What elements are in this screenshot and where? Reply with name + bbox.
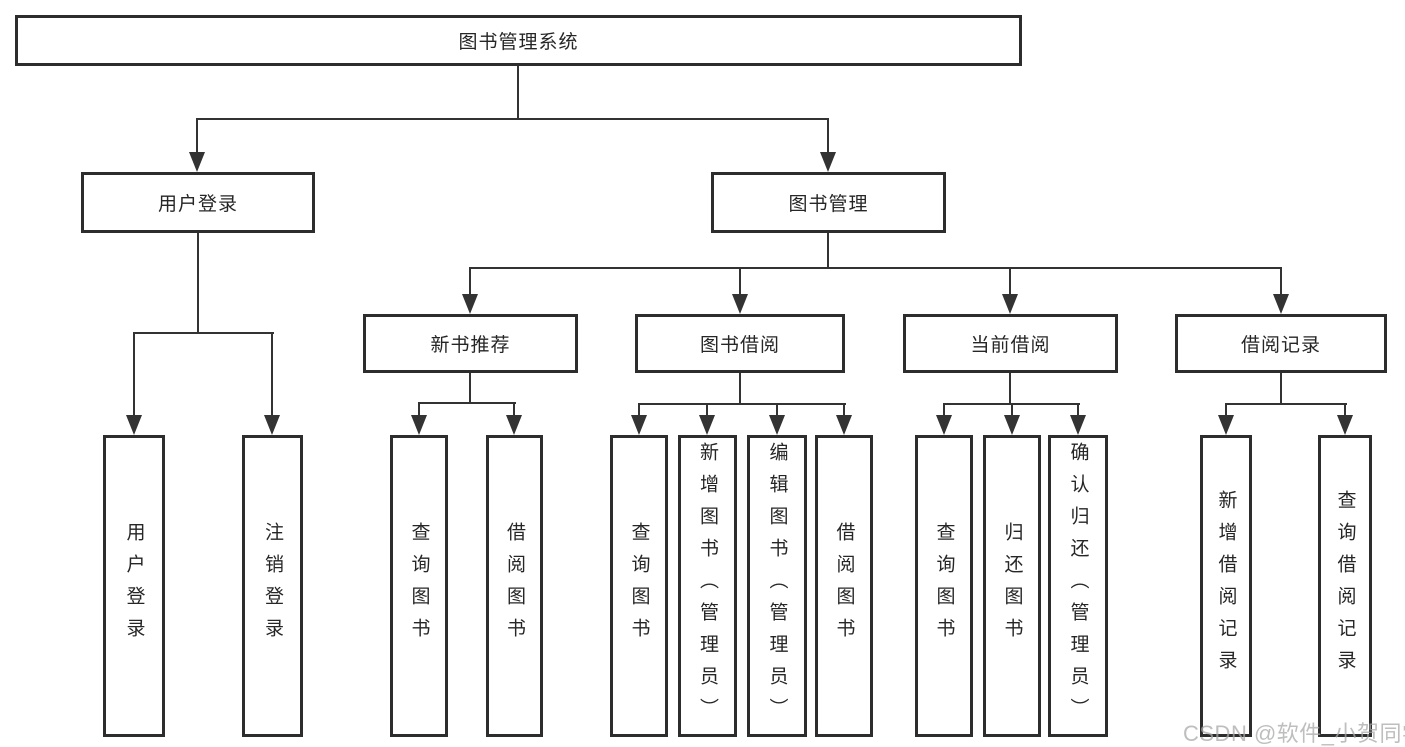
connector-line (827, 233, 829, 269)
connector-line (418, 402, 516, 404)
connector-line (843, 403, 845, 417)
leaf-confirm-return-admin: 确认归还（管理员） (1048, 435, 1108, 737)
node-new-book-recommendation: 新书推荐 (363, 314, 578, 373)
connector-line (1077, 403, 1079, 417)
connector-line (776, 403, 778, 417)
node-book-management-system: 图书管理系统 (15, 15, 1022, 66)
connector-line (517, 66, 519, 119)
connector-line (638, 403, 846, 405)
node-current-borrowing: 当前借阅 (903, 314, 1118, 373)
connector-line (418, 402, 420, 417)
leaf-borrow-books-borrow: 借阅图书 (815, 435, 873, 737)
leaf-borrow-books-recommend: 借阅图书 (486, 435, 543, 737)
leaf-add-book-admin: 新增图书（管理员） (678, 435, 737, 737)
arrowhead-down-icon (699, 415, 715, 435)
leaf-edit-book-admin: 编辑图书（管理员） (747, 435, 807, 737)
arrowhead-down-icon (732, 294, 748, 314)
arrowhead-down-icon (1337, 415, 1353, 435)
arrowhead-down-icon (631, 415, 647, 435)
connector-line (1280, 373, 1282, 404)
arrowhead-down-icon (506, 415, 522, 435)
connector-line (1009, 373, 1011, 404)
connector-line (1225, 403, 1227, 417)
connector-line (133, 332, 135, 417)
arrowhead-down-icon (126, 415, 142, 435)
connector-line (271, 332, 273, 417)
connector-line (827, 118, 829, 154)
arrowhead-down-icon (264, 415, 280, 435)
connector-line (469, 267, 471, 296)
connector-line (706, 403, 708, 417)
connector-line (638, 403, 640, 417)
arrowhead-down-icon (836, 415, 852, 435)
arrowhead-down-icon (1004, 415, 1020, 435)
connector-line (1280, 267, 1282, 296)
connector-line (196, 118, 198, 154)
connector-line (197, 118, 829, 120)
node-book-management: 图书管理 (711, 172, 946, 233)
connector-line (197, 233, 199, 333)
leaf-query-borrow-record: 查询借阅记录 (1318, 435, 1372, 737)
arrowhead-down-icon (1218, 415, 1234, 435)
arrowhead-down-icon (462, 294, 478, 314)
leaf-add-borrow-record: 新增借阅记录 (1200, 435, 1252, 737)
leaf-logout: 注销登录 (242, 435, 303, 737)
leaf-query-books-borrow: 查询图书 (610, 435, 668, 737)
connector-line (1225, 403, 1347, 405)
arrowhead-down-icon (769, 415, 785, 435)
arrowhead-down-icon (1002, 294, 1018, 314)
connector-line (513, 402, 515, 417)
csdn-watermark: CSDN @软件_小贺同学 (1183, 721, 1405, 746)
connector-line (469, 267, 1282, 269)
arrowhead-down-icon (189, 152, 205, 172)
arrowhead-down-icon (411, 415, 427, 435)
arrowhead-down-icon (820, 152, 836, 172)
connector-line (739, 373, 741, 404)
node-borrowing-records: 借阅记录 (1175, 314, 1387, 373)
connector-line (1011, 403, 1013, 417)
leaf-query-books-current: 查询图书 (915, 435, 973, 737)
connector-line (469, 373, 471, 404)
node-user-login: 用户登录 (81, 172, 315, 233)
connector-line (739, 267, 741, 296)
connector-line (1009, 267, 1011, 296)
node-book-borrowing: 图书借阅 (635, 314, 845, 373)
leaf-return-books: 归还图书 (983, 435, 1041, 737)
arrowhead-down-icon (1070, 415, 1086, 435)
arrowhead-down-icon (1273, 294, 1289, 314)
connector-line (943, 403, 945, 417)
arrowhead-down-icon (936, 415, 952, 435)
leaf-user-login: 用户登录 (103, 435, 165, 737)
leaf-query-books-recommend: 查询图书 (390, 435, 448, 737)
connector-line (1344, 403, 1346, 417)
connector-line (133, 332, 274, 334)
